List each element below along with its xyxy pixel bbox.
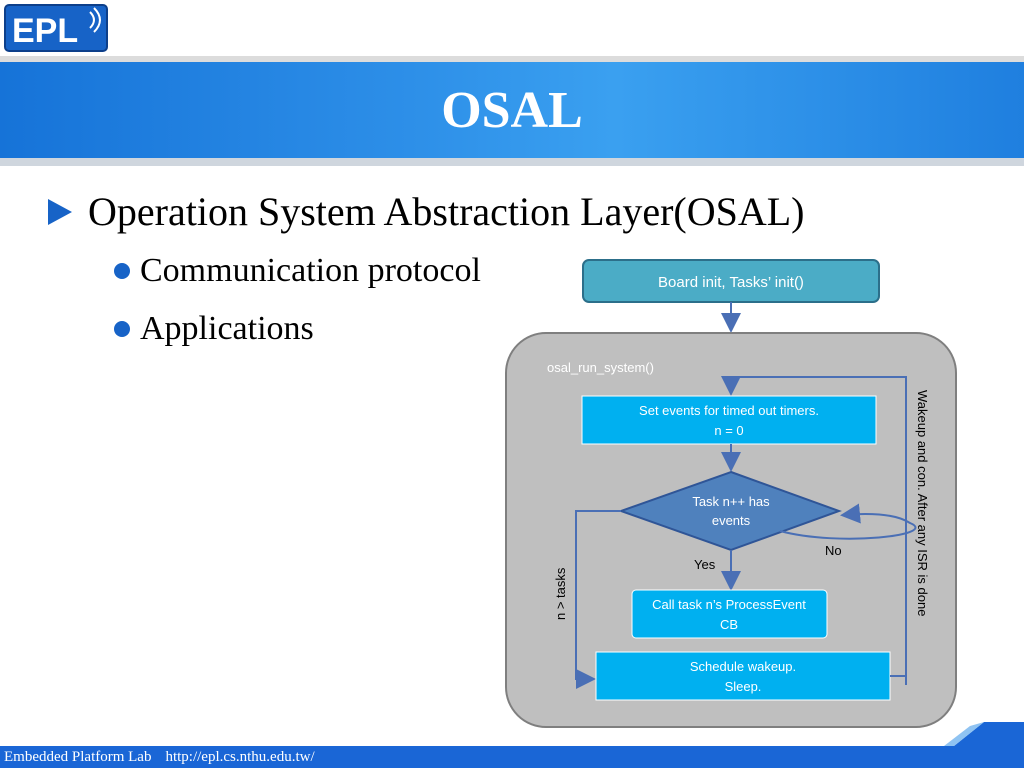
sub-bullet-text: Communication protocol [140, 252, 481, 289]
sub-bullet: Applications [114, 308, 314, 350]
no-loop-arrow [779, 503, 917, 540]
call-task-box [631, 589, 828, 639]
triangle-bullet-icon [48, 199, 72, 225]
no-label: No [825, 543, 842, 558]
sub-bullet: Communication protocol [114, 250, 481, 292]
top-separator [0, 56, 1024, 62]
top-bar: EPL [0, 0, 1024, 56]
title-band-underline [0, 158, 1024, 166]
dot-bullet-icon [114, 321, 130, 337]
title-band [0, 62, 1024, 158]
dot-bullet-icon [114, 263, 130, 279]
n-greater-tasks-arrow [575, 510, 621, 689]
footer-wedge [944, 722, 1024, 746]
decision-text-line1: Task n++ has [692, 494, 770, 509]
schedule-wakeup-box [595, 651, 891, 701]
yes-label: Yes [694, 557, 716, 572]
call-task-text-line2: CB [720, 617, 738, 632]
footer-bar [0, 746, 1024, 768]
call-task-text-line1: Call task n’s ProcessEvent [652, 597, 806, 612]
schedule-text-line2: Sleep. [725, 679, 762, 694]
footer-url-link[interactable]: http://epl.cs.nthu.edu.tw/ [165, 749, 315, 765]
n-greater-tasks-label: n > tasks [553, 567, 568, 620]
footer-text: Embedded Platform Lab http://epl.cs.nthu.… [4, 748, 329, 766]
set-events-text-line1: Set events for timed out timers. [639, 403, 819, 418]
set-events-box [581, 395, 877, 445]
wakeup-label: Wakeup and con. After any ISR is done [915, 390, 930, 616]
set-events-text-line2: n = 0 [714, 423, 743, 438]
schedule-text-line1: Schedule wakeup. [690, 659, 796, 674]
container-label: osal_run_system() [547, 360, 654, 375]
logo-text: EPL [12, 12, 78, 50]
main-bullet: Operation System Abstraction Layer(OSAL) [48, 188, 805, 236]
slide-title: OSAL [441, 82, 583, 139]
loop-back-arrow [721, 376, 907, 685]
sub-bullet-text: Applications [140, 310, 314, 347]
main-bullet-text: Operation System Abstraction Layer(OSAL) [88, 189, 805, 234]
decision-text-line2: events [712, 513, 751, 528]
osal-flow-diagram: Board init, Tasks’ init() osal_run_syste… [505, 259, 957, 728]
epl-logo: EPL [4, 4, 108, 52]
board-init-text: Board init, Tasks’ init() [658, 274, 804, 291]
footer-lab-name: Embedded Platform Lab [4, 749, 152, 765]
